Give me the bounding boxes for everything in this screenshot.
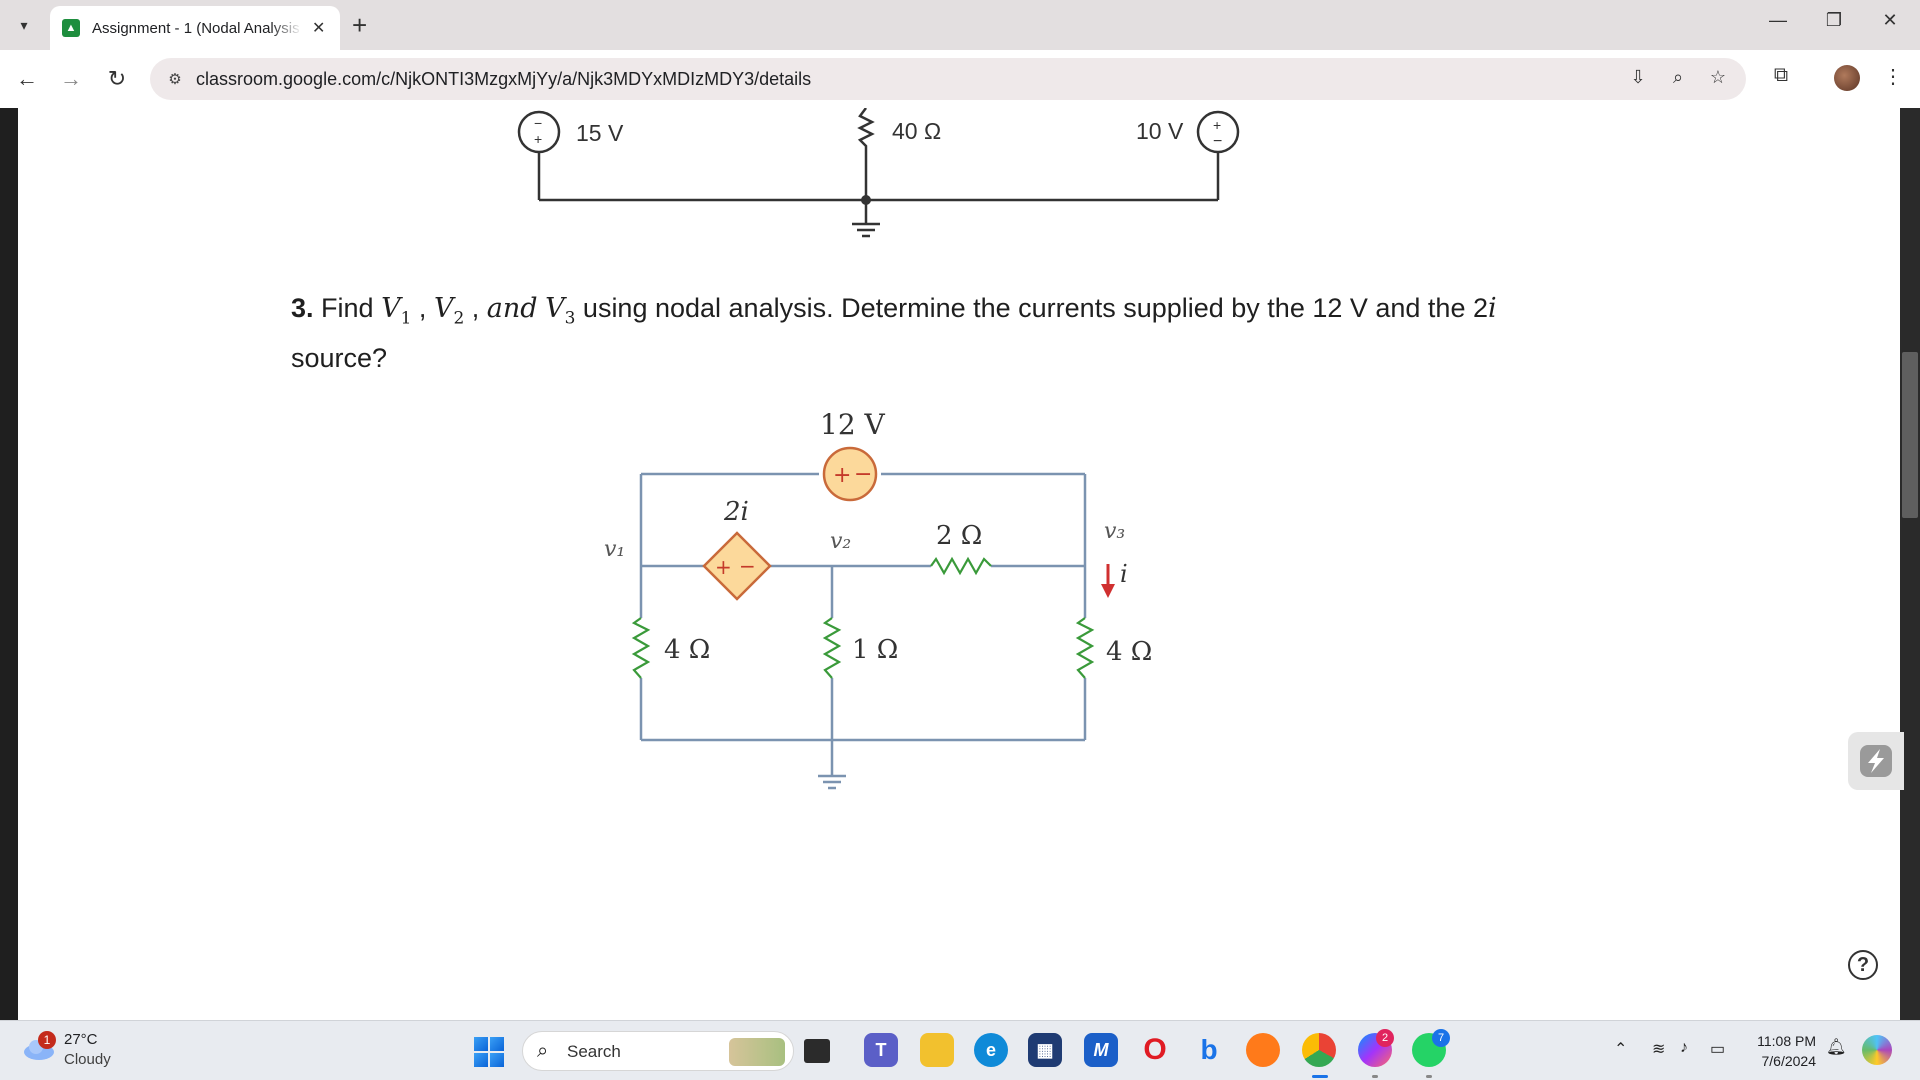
search-icon: ⌕ [537, 1040, 549, 1062]
wifi-icon[interactable]: ≋ [1652, 1041, 1666, 1058]
system-clock[interactable]: 11:08 PM 7/6/2024 [1752, 1031, 1816, 1071]
clock-date: 7/6/2024 [1761, 1053, 1817, 1069]
label-v3: v₃ [1104, 519, 1125, 544]
messenger-badge: 2 [1376, 1029, 1394, 1047]
battery-icon[interactable]: ▭ [1710, 1041, 1726, 1058]
page-content: − + + − 15 V 40 Ω 10 V 3. Find V1 , V2 ,… [18, 108, 1900, 1020]
close-window-icon[interactable]: ✕ [1882, 10, 1898, 30]
taskbar-search-label: Search [567, 1042, 621, 1061]
top-resistor-label: 40 Ω [892, 118, 941, 144]
address-bar[interactable]: ⚙ classroom.google.com/c/NjkONTI3MzgxMjY… [150, 58, 1746, 100]
taskbar-search[interactable]: ⌕ Search [522, 1031, 794, 1071]
question-i: i [1487, 293, 1497, 324]
chrome-icon[interactable] [1302, 1033, 1336, 1067]
browser-toolbar: ← → ↻ ⚙ classroom.google.com/c/NjkONTI3M… [0, 50, 1920, 108]
page-scrollbar[interactable] [1900, 108, 1920, 1020]
messenger-indicator [1372, 1075, 1378, 1078]
tray-overflow-icon[interactable]: ⌃ [1614, 1041, 1628, 1058]
profile-avatar[interactable] [1834, 65, 1860, 91]
svg-text:+: + [1213, 117, 1221, 133]
question-body: using nodal analysis. Determine the curr… [582, 293, 1488, 323]
windows-start-icon[interactable] [474, 1037, 504, 1067]
top-source-left-label: 15 V [576, 120, 624, 146]
tab-title: Assignment - 1 (Nodal Analysis [92, 19, 300, 37]
weather-desc[interactable]: Cloudy [64, 1051, 111, 1068]
opera-icon[interactable]: O [1143, 1033, 1167, 1066]
clock-time: 11:08 PM [1757, 1033, 1816, 1049]
teams-icon[interactable]: T [864, 1033, 898, 1067]
lightning-icon [1860, 745, 1892, 777]
new-tab-button[interactable]: + [352, 10, 368, 40]
notification-bell-icon[interactable]: 🔔︎ [1826, 1039, 1847, 1056]
chrome-active-indicator [1312, 1075, 1328, 1078]
voltage-source-12v [822, 446, 878, 502]
var-v3: V3 [545, 293, 576, 329]
ms-store-icon[interactable]: ▦ [1028, 1033, 1062, 1067]
classroom-favicon-icon: ▲ [62, 19, 80, 37]
label-2i: 2i [723, 497, 749, 527]
firefox-icon[interactable] [1246, 1033, 1280, 1067]
zoom-icon[interactable]: ⌕ [1672, 67, 1684, 87]
and-word: and [486, 293, 538, 324]
file-explorer-icon[interactable] [920, 1033, 954, 1067]
main-circuit-diagram: + − + − 12 V 2i v₁ v₂ v₃ 2 Ω 4 Ω 1 Ω 4 Ω… [604, 408, 1152, 790]
extensions-icon[interactable]: ⧉ [1773, 64, 1789, 86]
page-left-edge [0, 108, 18, 1020]
svg-text:+: + [715, 555, 732, 579]
bing-icon[interactable]: b [1200, 1034, 1218, 1065]
label-v1: v₁ [604, 537, 625, 562]
question-text: 3. Find V1 , V2 , and V3 using nodal ana… [291, 293, 1497, 374]
label-v2: v₂ [830, 529, 851, 554]
search-highlight-image [729, 1038, 785, 1066]
minimize-icon[interactable]: — [1769, 10, 1787, 30]
svg-text:−: − [854, 462, 872, 487]
weather-badge: 1 [38, 1031, 56, 1049]
label-4ohm-right: 4 Ω [1106, 637, 1152, 667]
label-2ohm: 2 Ω [936, 521, 982, 551]
svg-text:−: − [534, 115, 542, 131]
tab-strip: ▾ ▲ Assignment - 1 (Nodal Analysis ✕ + —… [0, 0, 1920, 50]
top-circuit-diagram: − + + − 15 V 40 Ω 10 V [517, 108, 1240, 238]
edge-icon[interactable]: e [974, 1033, 1008, 1067]
scrollbar-thumb[interactable] [1902, 352, 1918, 518]
active-tab[interactable]: ▲ Assignment - 1 (Nodal Analysis ✕ [50, 6, 340, 50]
help-icon[interactable]: ? [1848, 950, 1878, 980]
back-icon[interactable]: ← [16, 66, 38, 91]
tab-search-button[interactable]: ▾ [20, 16, 28, 33]
url-text[interactable]: classroom.google.com/c/NjkONTI3MzgxMjYy/… [196, 69, 812, 89]
reload-icon[interactable]: ↻ [107, 66, 127, 91]
forward-icon[interactable]: → [60, 66, 82, 91]
var-v1: V1 [381, 293, 412, 329]
whatsapp-indicator [1426, 1075, 1432, 1078]
copilot-icon[interactable] [1862, 1035, 1892, 1065]
svg-text:+: + [833, 463, 851, 488]
floating-lightning-button[interactable] [1848, 732, 1904, 790]
svg-text:+: + [534, 131, 542, 147]
label-12v: 12 V [820, 408, 886, 441]
bookmark-star-icon[interactable]: ☆ [1709, 67, 1727, 87]
volume-icon[interactable]: ♪ [1680, 1039, 1688, 1056]
label-current-i: i [1120, 560, 1128, 588]
label-4ohm-left: 4 Ω [664, 635, 710, 665]
question-end: source? [291, 343, 388, 374]
weather-temp[interactable]: 27°C [64, 1031, 98, 1048]
whatsapp-badge: 7 [1432, 1029, 1450, 1047]
dependent-source-2i [702, 531, 772, 601]
menu-icon[interactable]: ⋮ [1883, 66, 1903, 88]
svg-text:−: − [739, 554, 756, 578]
question-find: Find [321, 293, 374, 323]
svg-text:−: − [1213, 133, 1222, 150]
label-1ohm: 1 Ω [852, 635, 898, 665]
var-v2: V2 [433, 293, 465, 329]
mathway-icon[interactable]: M [1084, 1033, 1118, 1067]
install-app-icon[interactable]: ⇩ [1630, 67, 1646, 87]
question-number: 3. [291, 293, 314, 323]
task-view-icon[interactable] [804, 1039, 830, 1063]
windows-taskbar: 1 27°C Cloudy ⌕ Search T e ▦ M O b 2 7 ⌃… [0, 1020, 1920, 1080]
tab-close-icon[interactable]: ✕ [312, 20, 326, 37]
top-source-right-label: 10 V [1136, 118, 1184, 144]
restore-icon[interactable]: ❐ [1825, 10, 1843, 30]
site-info-icon[interactable]: ⚙ [168, 71, 182, 88]
